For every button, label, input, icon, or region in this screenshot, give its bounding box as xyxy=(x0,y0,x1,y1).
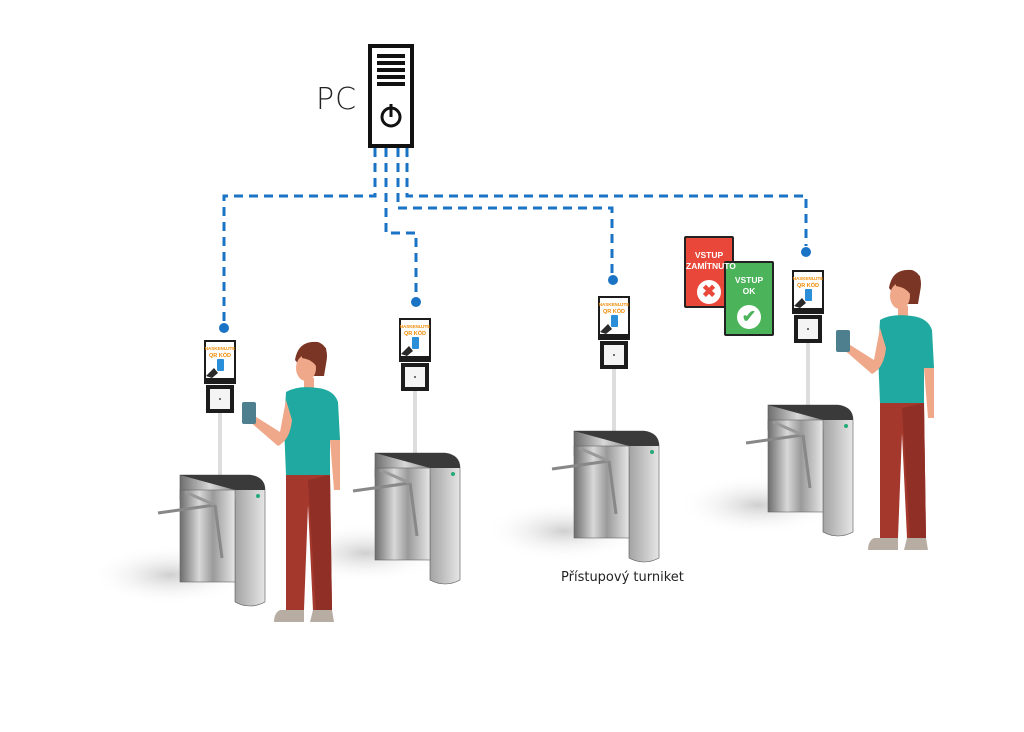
kiosk-screen-line1: NASKENUJTE xyxy=(400,324,431,329)
connector-dot xyxy=(801,247,811,257)
kiosk-screen-line2: QR KÓD xyxy=(797,281,819,289)
network-cables xyxy=(222,148,808,322)
pc-label: PC xyxy=(316,82,358,117)
ok-line1: VSTUP xyxy=(734,275,764,285)
cable-turnstile-2 xyxy=(384,148,418,296)
kiosk-screen-line2: QR KÓD xyxy=(603,307,625,315)
turnstile-caption: Přístupový turniket xyxy=(561,570,684,585)
cable-turnstile-3 xyxy=(396,148,614,274)
turnstile-station-3 xyxy=(482,294,661,564)
kiosk-screen-texts: NASKENUJTE QR KÓD NASKENUJTE QR KÓD NASK… xyxy=(205,276,824,359)
pc-tower-icon xyxy=(368,44,414,148)
turnstile-station-1 xyxy=(88,338,267,608)
kiosk-screen-line2: QR KÓD xyxy=(209,351,231,359)
kiosk-screen-line1: NASKENUJTE xyxy=(205,346,236,351)
connector-dot xyxy=(411,297,421,307)
cable-turnstile-1 xyxy=(222,148,377,322)
connector-dots xyxy=(219,247,811,333)
access-ok-sign: VSTUP OK ✔ xyxy=(724,261,774,336)
cable-turnstile-4 xyxy=(405,148,808,246)
kiosk-screen-line2: QR KÓD xyxy=(404,329,426,337)
check-icon: ✔ xyxy=(737,305,761,329)
kiosk-screen-line1: NASKENUJTE xyxy=(599,302,630,307)
kiosk-screen-line1: NASKENUJTE xyxy=(793,276,824,281)
connector-dot xyxy=(219,323,229,333)
x-icon: ✖ xyxy=(697,280,721,304)
ok-line2: OK xyxy=(742,286,756,296)
denied-line2: ZAMÍTNUTO xyxy=(686,261,736,271)
connector-dot xyxy=(608,275,618,285)
denied-line1: VSTUP xyxy=(694,250,724,260)
